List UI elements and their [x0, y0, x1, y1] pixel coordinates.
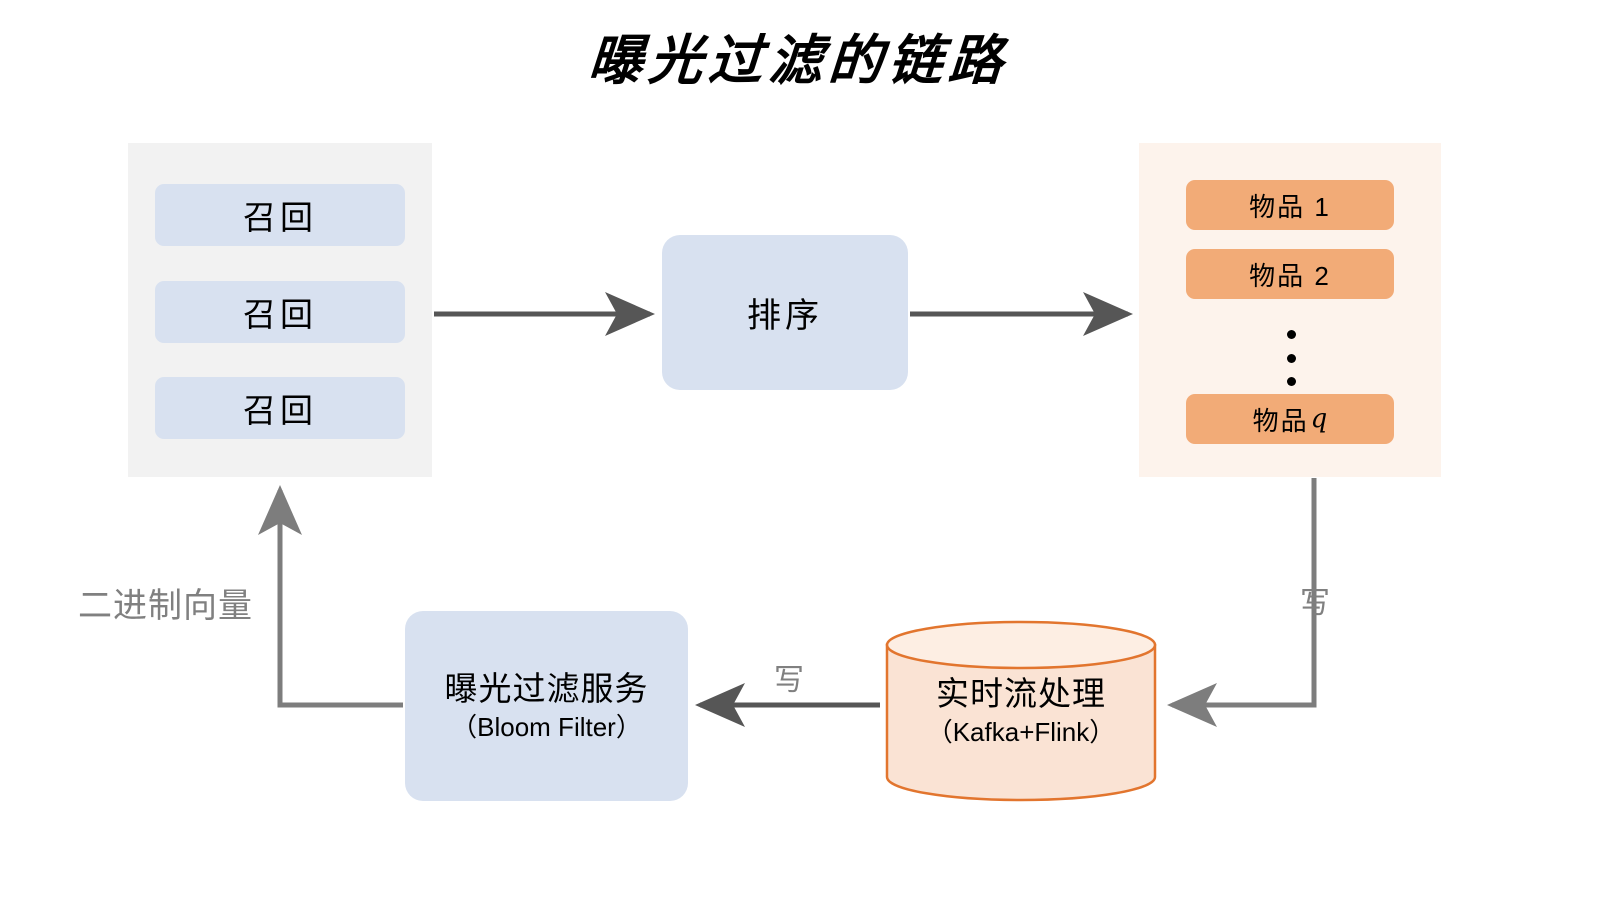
item-chip-1[interactable]: 物品 1 — [1186, 180, 1394, 230]
item-chip-q[interactable]: 物品 q — [1186, 394, 1394, 444]
stream-processing-label: 实时流处理 （Kafka+Flink） — [884, 619, 1158, 803]
bloom-filter-service-box[interactable]: 曝光过滤服务 （Bloom Filter） — [405, 611, 688, 801]
item-chip-2[interactable]: 物品 2 — [1186, 249, 1394, 299]
bloom-filter-subtitle: （Bloom Filter） — [451, 712, 642, 743]
stream-processing-subtitle: （Kafka+Flink） — [926, 716, 1116, 747]
recall-chip-1[interactable]: 召回 — [155, 184, 405, 246]
page-title: 曝光过滤的链路 — [586, 28, 1011, 92]
recall-chip-3[interactable]: 召回 — [155, 377, 405, 439]
ellipsis-dot — [1286, 377, 1296, 386]
edge-label-binary-vector: 二进制向量 — [78, 587, 253, 625]
ellipsis-dot — [1286, 353, 1296, 363]
rank-box[interactable]: 排序 — [662, 235, 908, 390]
item-chip-q-variable: q — [1310, 404, 1328, 434]
ellipsis-dot — [1286, 330, 1296, 339]
stream-processing-cylinder[interactable]: 实时流处理 （Kafka+Flink） — [884, 619, 1158, 803]
item-chip-q-label: 物品 — [1252, 405, 1309, 436]
edge-items-to-stream — [1167, 478, 1317, 727]
vertical-ellipsis-icon — [1283, 330, 1299, 386]
edge-label-write-middle: 写 — [774, 664, 804, 697]
cylinder-shape — [885, 620, 1157, 802]
recall-chip-2[interactable]: 召回 — [155, 281, 405, 343]
stream-processing-title: 实时流处理 — [936, 675, 1106, 713]
bloom-filter-title: 曝光过滤服务 — [444, 669, 649, 707]
edge-label-write-right: 写 — [1300, 587, 1330, 620]
edge-bloom-to-recall — [258, 485, 403, 708]
